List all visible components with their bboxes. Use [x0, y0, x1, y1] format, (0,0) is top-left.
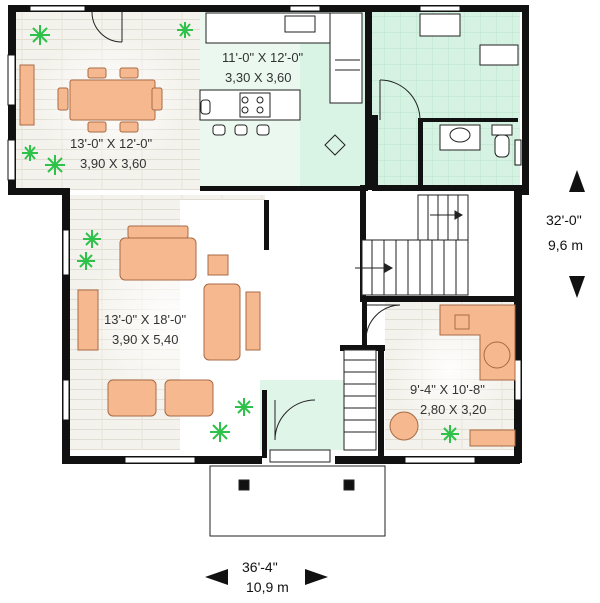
door-swings — [91, 11, 421, 441]
office-dim-metric: 2,80 X 3,20 — [420, 402, 487, 417]
width-metric: 10,9 m — [246, 579, 289, 595]
kitchen-dim-imperial: 11'-0" X 12'-0" — [222, 50, 304, 65]
depth-metric: 9,6 m — [548, 237, 583, 253]
width-arrow-right — [305, 569, 328, 585]
windows — [7, 5, 522, 464]
kitchen-details — [241, 15, 360, 114]
width-imperial: 36'-4" — [242, 559, 278, 575]
stairs — [361, 194, 469, 296]
stair-treads — [355, 195, 464, 295]
dining-dim-metric: 3,90 X 3,60 — [80, 156, 147, 171]
hall-closet — [343, 349, 377, 451]
width-arrow-left — [205, 569, 228, 585]
depth-imperial: 32'-0" — [546, 212, 582, 228]
office-furniture — [389, 304, 516, 447]
hall-floor — [260, 380, 350, 450]
living-dim-metric: 3,90 X 5,40 — [112, 332, 179, 347]
kitchen-stools — [200, 99, 270, 136]
laundry-floor — [372, 12, 520, 188]
depth-arrow-down — [569, 276, 585, 298]
plants — [22, 22, 459, 443]
depth-arrow-up — [569, 170, 585, 192]
living-dim-imperial: 13'-0" X 18'-0" — [104, 312, 187, 327]
dining-dim-imperial: 13'-0" X 12'-0" — [70, 136, 153, 151]
bath-fixtures — [419, 13, 519, 158]
office-dim-imperial: 9'-4" X 10'-8" — [410, 382, 485, 397]
entry-porch — [209, 449, 386, 537]
living-furniture — [77, 225, 261, 417]
dining-table — [19, 64, 163, 133]
kitchen-dim-metric: 3,30 X 3,60 — [225, 70, 292, 85]
kitchen-counters — [199, 12, 363, 121]
